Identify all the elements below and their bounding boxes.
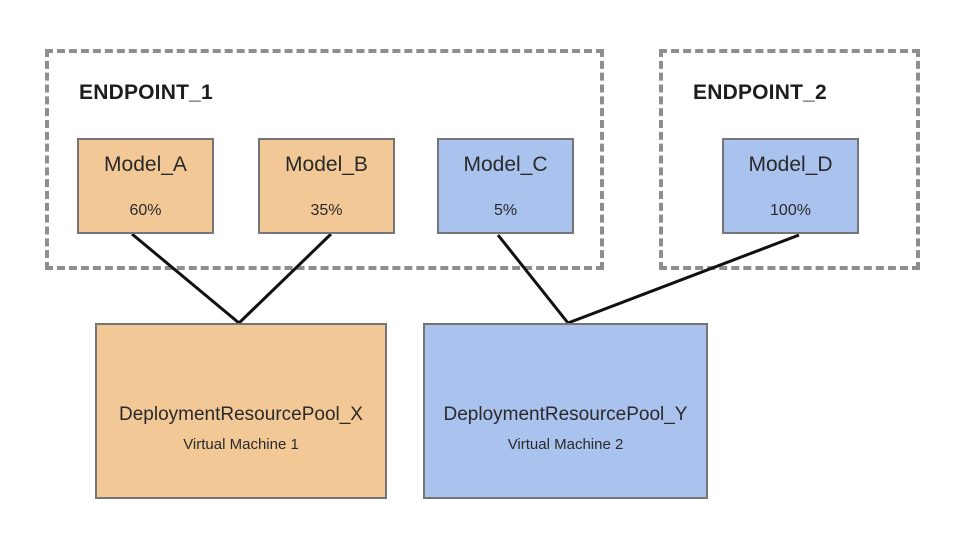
model-c-label: Model_C	[463, 153, 548, 176]
pool-x-box: DeploymentResourcePool_X Virtual Machine…	[95, 323, 387, 499]
pool-x-label: DeploymentResourcePool_X	[119, 404, 363, 425]
model-b-box: Model_B 35%	[258, 138, 395, 234]
model-a-label: Model_A	[104, 153, 187, 176]
model-d-box: Model_D 100%	[722, 138, 859, 234]
model-a-box: Model_A 60%	[77, 138, 214, 234]
model-d-label: Model_D	[748, 153, 833, 176]
endpoint-1-label: ENDPOINT_1	[79, 81, 213, 104]
pool-y-box: DeploymentResourcePool_Y Virtual Machine…	[423, 323, 708, 499]
model-c-traffic: 5%	[493, 202, 518, 219]
pool-x-machine: Virtual Machine 1	[183, 436, 299, 453]
model-d-traffic: 100%	[770, 202, 811, 219]
pool-y-label: DeploymentResourcePool_Y	[443, 404, 688, 425]
model-b-label: Model_B	[285, 153, 368, 176]
endpoint-2-label: ENDPOINT_2	[693, 81, 827, 104]
model-b-traffic: 35%	[310, 202, 343, 219]
model-a-traffic: 60%	[129, 202, 162, 219]
pool-y-machine: Virtual Machine 2	[507, 436, 624, 453]
model-c-box: Model_C 5%	[437, 138, 574, 234]
